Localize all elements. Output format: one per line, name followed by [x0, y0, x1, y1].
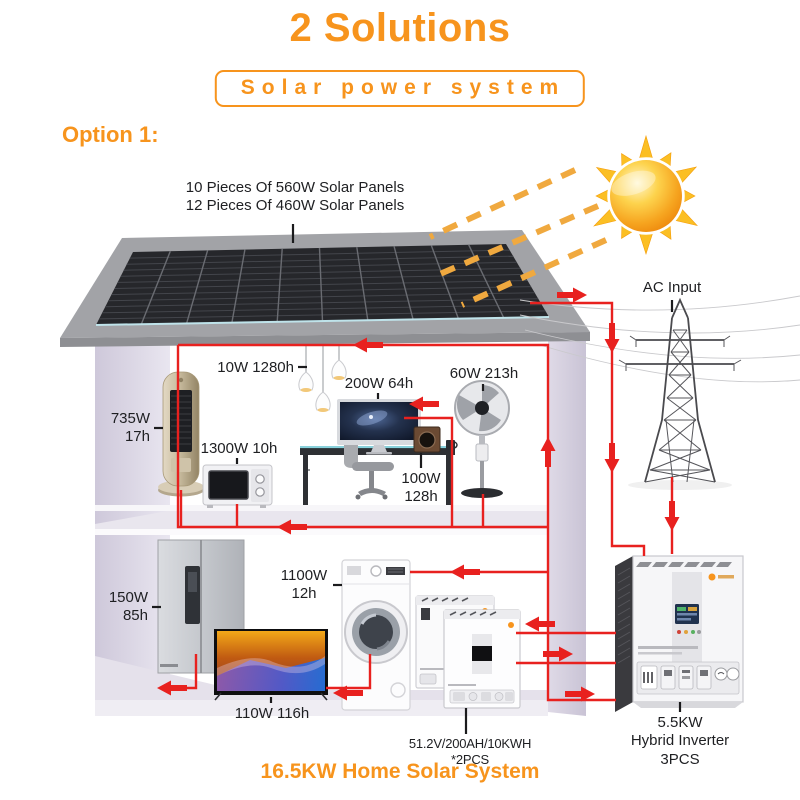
battery-label: 51.2V/200AH/10KWH *2PCS: [390, 736, 550, 768]
speaker-hours: 128h: [404, 488, 438, 506]
sun-icon: [428, 134, 698, 308]
ac-input-label: AC Input: [642, 279, 702, 296]
washer-hours: 12h: [291, 585, 317, 603]
monitor-icon: [337, 399, 421, 455]
inverter-qty: 3PCS: [660, 750, 700, 768]
battery-units-icon: [415, 595, 521, 709]
battery-front: [443, 609, 521, 709]
tv-label: 110W 116h: [234, 705, 310, 722]
footer-title: 16.5KW Home Solar System: [260, 760, 540, 783]
transmission-tower-icon: [519, 295, 800, 490]
wire-room-loop-left: [176, 345, 548, 529]
microwave-label: 1300W 10h: [200, 440, 278, 457]
pendant-lamps-icon: [298, 346, 347, 412]
microwave-icon: [202, 464, 273, 508]
battery-qty: *2PCS: [450, 751, 490, 767]
sun-rays-dashed: [428, 167, 608, 308]
wire-monitor-feeder: [404, 416, 454, 527]
subtitle-text: Solar power system: [240, 76, 566, 99]
fridge-label: 150W 85h: [98, 589, 148, 626]
washer-power: 1100W: [280, 567, 328, 584]
fridge-hours: 85h: [122, 607, 148, 625]
washer-label: 1100W 12h: [278, 567, 330, 604]
fridge-power: 150W: [108, 589, 148, 606]
ac-tower-label: 735W 17h: [96, 410, 150, 447]
solar-panels-note-line1: 10 Pieces Of 560W Solar Panels: [185, 179, 405, 196]
tv-icon: [214, 629, 328, 701]
fan-label: 60W 213h: [449, 365, 519, 382]
lamps-label: 10W 1280h: [217, 359, 294, 376]
roof: [60, 230, 590, 347]
wire-panel-to-inverter: [530, 301, 646, 556]
inverter-name: Hybrid Inverter: [630, 732, 730, 750]
ac-tower-power: 735W: [110, 410, 150, 427]
speaker-power: 100W: [401, 470, 441, 487]
standing-fan-icon: [454, 380, 510, 498]
hybrid-inverter-icon: [615, 555, 744, 712]
subtitle-badge: Solar power system: [214, 70, 586, 107]
inverter-label: 5.5KW Hybrid Inverter 3PCS: [610, 714, 750, 769]
solar-panels-note-line2: 12 Pieces Of 460W Solar Panels: [185, 197, 405, 215]
page-title: 2 Solutions: [289, 6, 511, 50]
wire-tv-washer: [326, 654, 372, 690]
tower-ac-icon: [158, 371, 204, 497]
washing-machine-icon: [341, 559, 411, 711]
solar-panel: [95, 244, 550, 326]
ac-tower-hours: 17h: [124, 428, 150, 446]
house-right-wall: [548, 330, 586, 716]
speaker-icon: [413, 426, 441, 453]
speaker-label: 100W 128h: [396, 470, 446, 507]
inverter-power: 5.5KW: [657, 714, 703, 731]
solar-panels-note: 10 Pieces Of 560W Solar Panels 12 Pieces…: [170, 179, 420, 216]
callout-ticks: [152, 224, 682, 734]
option-label: Option 1:: [62, 122, 159, 147]
battery-spec: 51.2V/200AH/10KWH: [408, 736, 532, 751]
monitor-label: 200W 64h: [344, 375, 414, 392]
